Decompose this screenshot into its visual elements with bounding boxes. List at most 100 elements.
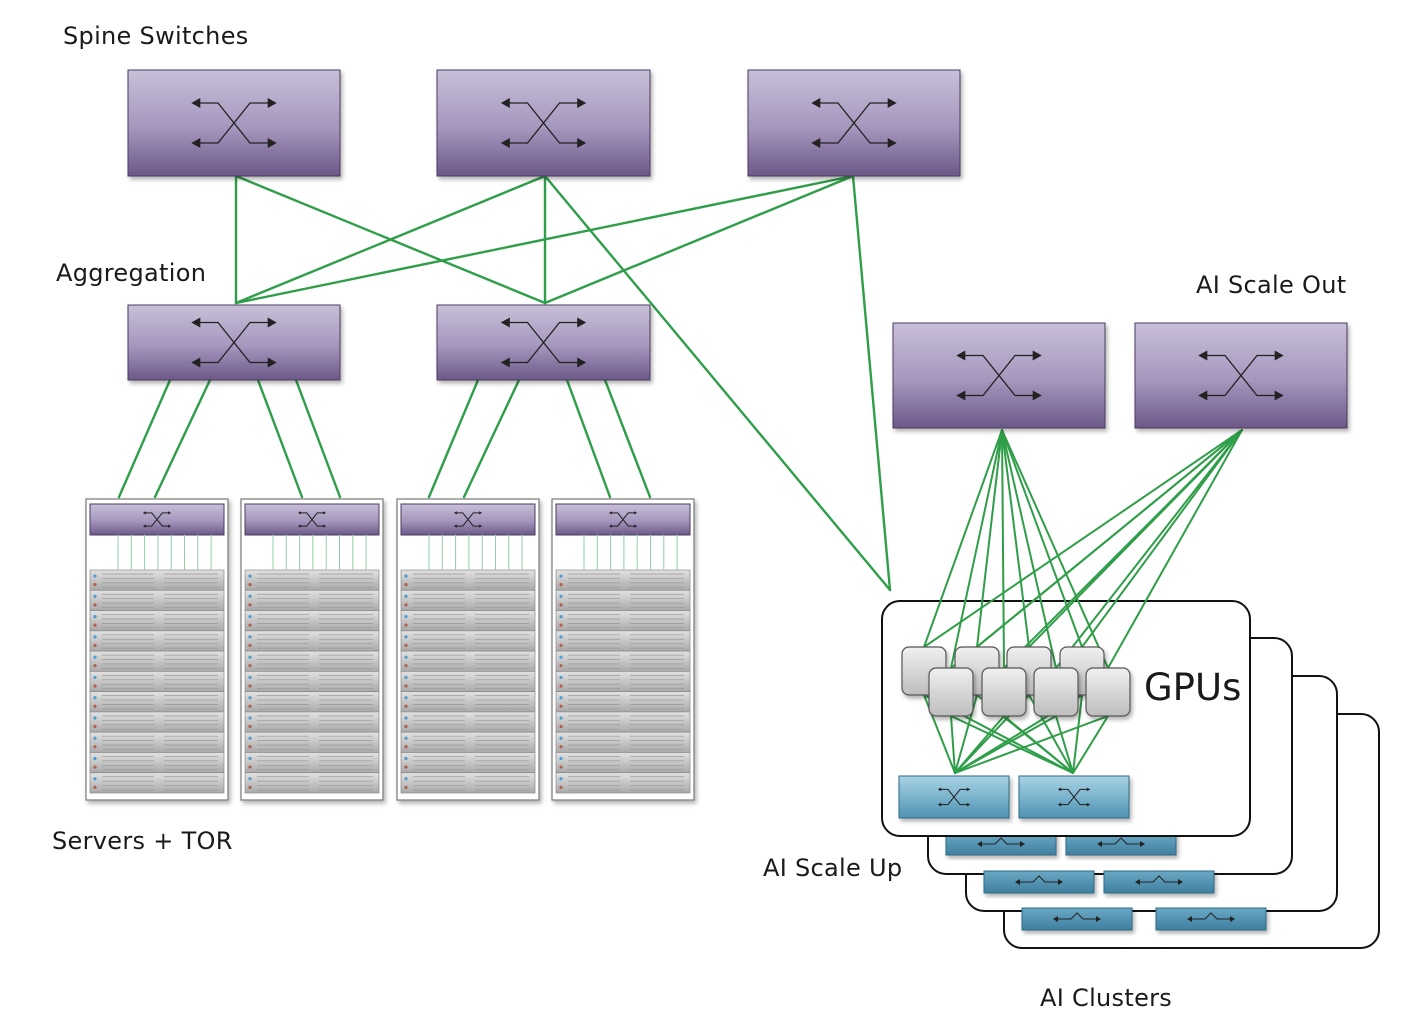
spine-link: [234, 174, 547, 305]
scale-up-switch-cluster2-1: [945, 832, 1057, 856]
server-unit: [400, 630, 536, 652]
aggregation-uplink: [256, 378, 304, 499]
status-led-red: [559, 664, 563, 668]
status-led-red: [248, 664, 252, 668]
server-unit: [244, 671, 380, 692]
gpu-6: [981, 667, 1027, 717]
scale-up-link: [950, 715, 1074, 774]
status-led-red: [404, 684, 408, 688]
status-led-blue: [248, 756, 252, 761]
scale-up-link: [1072, 715, 1109, 774]
status-led-blue: [559, 615, 563, 619]
scale-up-switch-cluster2-2: [1065, 832, 1177, 856]
status-led-red: [404, 623, 408, 627]
server-unit: [244, 569, 380, 591]
status-led-blue: [93, 777, 97, 781]
status-led-red: [248, 724, 252, 729]
server-unit: [400, 711, 536, 733]
switch-crossover-icon: [937, 787, 971, 807]
gpu-7: [1033, 667, 1079, 717]
status-led-blue: [93, 675, 97, 680]
scale-up-switch-2: [1018, 775, 1130, 819]
status-led-blue: [404, 736, 408, 740]
server-unit: [555, 691, 691, 713]
status-led-blue: [404, 635, 408, 639]
status-led-red: [404, 582, 408, 587]
server-unit: [244, 731, 380, 753]
ai-scale-out-label: AI Scale Out: [1196, 271, 1347, 299]
gpus-label: GPUs: [1144, 666, 1242, 709]
spine-link: [234, 174, 855, 305]
server-unit: [400, 772, 536, 794]
tor-switch: [555, 503, 691, 536]
status-led-blue: [93, 655, 97, 659]
status-led-red: [248, 623, 252, 627]
switch-crossover-icon: [1198, 350, 1284, 401]
switch-crossover-icon: [1101, 837, 1141, 845]
switch-crossover-icon: [1191, 912, 1231, 920]
status-led-blue: [93, 615, 97, 619]
status-led-blue: [559, 594, 563, 598]
server-unit: [89, 569, 225, 591]
scale-out-link: [1001, 429, 1030, 648]
switch-crossover-icon: [608, 511, 638, 528]
status-led-red: [559, 704, 563, 708]
status-led-blue: [559, 655, 563, 659]
status-led-red: [93, 785, 97, 789]
switch-crossover-icon: [811, 98, 897, 148]
server-unit: [555, 569, 691, 591]
server-unit: [400, 731, 536, 753]
status-led-red: [559, 684, 563, 688]
status-led-blue: [248, 635, 252, 639]
status-led-blue: [404, 655, 408, 659]
servers-tor-label: Servers + TOR: [52, 827, 233, 855]
server-unit: [555, 772, 691, 794]
scale-out-link: [976, 429, 1003, 648]
server-unit: [555, 711, 691, 733]
scale-out-link: [923, 429, 1243, 648]
spine-link: [851, 174, 892, 592]
server-unit: [555, 752, 691, 774]
server-unit: [89, 610, 225, 632]
status-led-red: [248, 704, 252, 708]
status-led-red: [248, 582, 252, 587]
server-unit: [89, 772, 225, 794]
status-led-blue: [404, 594, 408, 598]
status-led-blue: [248, 777, 252, 781]
spine-link: [543, 174, 855, 305]
status-led-blue: [248, 615, 252, 619]
status-led-red: [248, 603, 252, 607]
aggregation-uplink: [462, 378, 521, 499]
status-led-blue: [559, 716, 563, 720]
server-unit: [244, 630, 380, 652]
status-led-red: [404, 643, 408, 648]
status-led-red: [93, 603, 97, 607]
server-unit: [89, 650, 225, 672]
status-led-blue: [248, 594, 252, 598]
status-led-blue: [559, 675, 563, 680]
scale-out-link: [1081, 429, 1243, 648]
aggregation-uplink: [153, 378, 212, 499]
server-unit: [555, 610, 691, 632]
status-led-blue: [404, 574, 408, 578]
status-led-red: [93, 724, 97, 729]
status-led-red: [404, 724, 408, 729]
status-led-red: [93, 664, 97, 668]
status-led-red: [404, 664, 408, 668]
status-led-blue: [93, 635, 97, 639]
status-led-red: [559, 785, 563, 789]
tor-switch: [400, 503, 536, 536]
scale-up-link: [1072, 694, 1083, 774]
scale-up-switch-cluster4-2: [1155, 907, 1267, 931]
status-led-blue: [559, 736, 563, 740]
status-led-red: [559, 643, 563, 648]
server-unit: [555, 731, 691, 753]
scale-up-link: [954, 715, 1005, 774]
server-unit: [400, 569, 536, 591]
aggregation-uplink: [565, 378, 612, 499]
server-unit: [400, 691, 536, 713]
spine-link: [543, 174, 892, 592]
switch-crossover-icon: [297, 511, 327, 528]
status-led-red: [559, 724, 563, 729]
tor-switch: [244, 503, 380, 536]
